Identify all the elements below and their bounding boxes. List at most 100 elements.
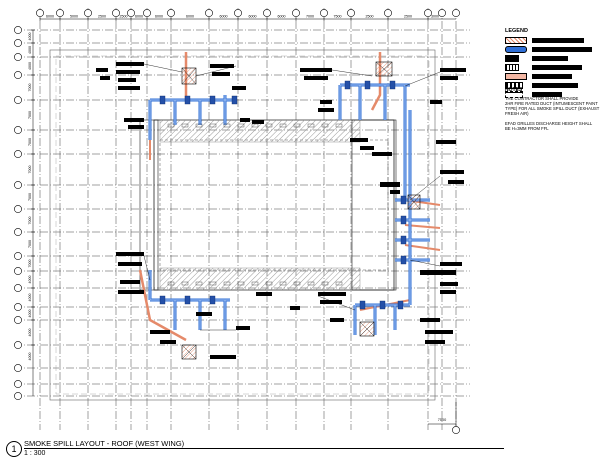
duct-fitting [184, 295, 191, 305]
redacted-tag [256, 292, 272, 296]
redacted-tag [210, 64, 234, 68]
dimension-label-top: 2500 [404, 15, 412, 19]
redacted-tag [240, 118, 250, 122]
redacted-tag [380, 182, 400, 187]
dimension-label-top: 2500 [366, 15, 374, 19]
shaft-cross [181, 344, 197, 360]
dimension-label-left: 4000 [28, 294, 32, 302]
legend-redacted-text [532, 47, 592, 52]
redacted-tag [212, 72, 230, 76]
grille-marker [251, 123, 259, 128]
note-line: FRESH AIR) [505, 111, 529, 116]
grid-bubble-left [14, 316, 22, 324]
fresh-air-duct [370, 52, 382, 111]
view-scale: 1 : 300 [24, 450, 46, 457]
grid-bubble-top [143, 9, 151, 17]
grid-bubble-left [14, 380, 22, 388]
legend-row-grille [505, 64, 597, 73]
grille-marker [195, 281, 203, 286]
fresh-air-duct-symbol [505, 73, 527, 80]
grille-marker [181, 123, 189, 128]
redacted-tag [420, 318, 440, 322]
redacted-tag [425, 330, 453, 334]
grille-marker [279, 281, 287, 286]
leader-line [404, 71, 441, 87]
redacted-tag [118, 86, 140, 90]
dimension-label-top: 6000 [135, 15, 143, 19]
duct-fitting [400, 195, 407, 205]
fresh-air-duct [138, 269, 187, 342]
shaft-cross [359, 321, 375, 337]
grille-marker [307, 281, 315, 286]
grid-bubble-left [14, 252, 22, 260]
grid-bubble-top [263, 9, 271, 17]
grille-marker [237, 281, 245, 286]
east-wing-outline [351, 119, 397, 291]
dimension-label-left: 7000 [28, 111, 32, 119]
redacted-tag [440, 262, 462, 266]
dimension-label-left: 4000 [28, 33, 32, 41]
redacted-tag [390, 190, 400, 194]
duct-fitting [359, 300, 366, 310]
legend-redacted-text [532, 56, 568, 61]
legend-row-exhaust-hatched [505, 37, 597, 46]
dimension-label-top: 6000 [249, 15, 257, 19]
title-block: 1 SMOKE SPILL LAYOUT - ROOF (WEST WING) … [4, 438, 600, 461]
dimension-label-top: 2500 [120, 15, 128, 19]
grille-marker [265, 281, 273, 286]
grid-bubble-left [14, 26, 22, 34]
dimension-label-left: 4000 [28, 46, 32, 54]
note-line: TYPE) FOR ALL SMOKE SPILL DUCT (EXHAUST … [505, 106, 600, 111]
legend-redacted-text [532, 38, 584, 43]
redacted-tag [350, 138, 368, 142]
duct-fitting [209, 95, 216, 105]
grille-marker [251, 281, 259, 286]
legend-redacted-text [532, 74, 572, 79]
grid-bubble-top [56, 9, 64, 17]
grid-bubble-top [205, 9, 213, 17]
redacted-tag [318, 292, 346, 296]
courtyard-outline [153, 119, 395, 291]
shaft-cross [375, 61, 393, 77]
title-underline [24, 448, 504, 449]
redacted-tag [360, 146, 374, 150]
grid-bubble-top [320, 9, 328, 17]
courtyard-inner-line [159, 139, 389, 271]
corridor-band-bottom [159, 267, 361, 291]
leader-line [331, 69, 373, 77]
duct-fitting [159, 295, 166, 305]
grille-marker [335, 281, 343, 286]
view-number-badge: 1 [6, 441, 22, 457]
legend-redacted-text [532, 65, 582, 70]
duct-fitting [400, 255, 407, 265]
redacted-tag [124, 118, 144, 122]
grid-bubble-top [112, 9, 120, 17]
grid-bubble-left [14, 284, 22, 292]
redacted-tag [440, 68, 466, 72]
grid-bubble-left [14, 267, 22, 275]
dimension-label-top: 6000 [155, 15, 163, 19]
grille-marker [167, 123, 175, 128]
redacted-tag [320, 300, 342, 304]
grid-bubble-left [14, 341, 22, 349]
redacted-tag [236, 326, 250, 330]
leader-line [195, 65, 237, 77]
redacted-tag [448, 180, 464, 184]
grille-marker [293, 281, 301, 286]
grid-bubble-left [14, 392, 22, 400]
grid-bubble-left [14, 303, 22, 311]
legend-row-damper [505, 82, 597, 91]
hatched-duct-symbol [505, 37, 527, 44]
roof-outline [55, 55, 430, 395]
grid-bubble-top [292, 9, 300, 17]
note-line: 2HR FIRE RATED DUCT (INTUMESCENT PAINT [505, 101, 598, 106]
dimension-label-left: 7000 [28, 84, 32, 92]
grid-bubble-top [438, 9, 446, 17]
grille-marker [195, 123, 203, 128]
grid-bubble-left [14, 96, 22, 104]
leader-line [143, 63, 183, 73]
grille-marker [265, 123, 273, 128]
